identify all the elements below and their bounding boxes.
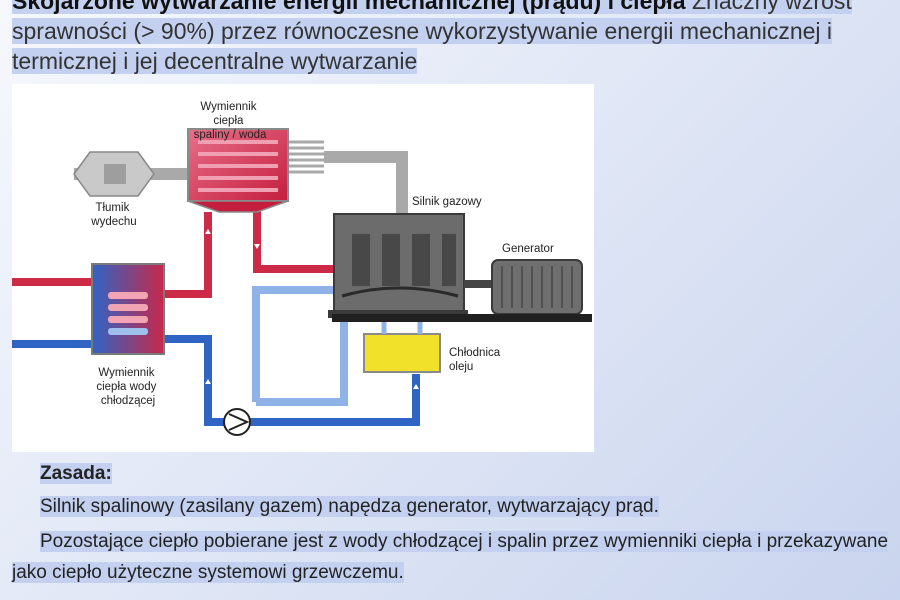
slide-title: Skojarzone wytwarzanie energii mechanicz…	[12, 0, 892, 76]
oil-cooler	[363, 322, 441, 373]
coolant-hx-label-line: ciepła wody	[96, 381, 156, 393]
exhaust-hx-label-line: ciepła	[213, 115, 244, 127]
principle-line-1: Silnik spalinowy (zasilany gazem) napędz…	[40, 495, 892, 518]
oil-cooler-label: Chłodnica oleju	[449, 347, 503, 373]
flow-arrows	[205, 229, 419, 389]
exhaust-hx-label-line: Wymiennik	[200, 101, 256, 113]
title-rest: Znaczny wzrost sprawności (> 90%) przez …	[12, 0, 852, 74]
generator-label: Generator	[502, 243, 554, 255]
muffler-label-line: wydechu	[90, 216, 136, 228]
principle-line-2: Pozostające ciepło pobierane jest z wody…	[12, 526, 892, 588]
oil-cooler-label-line: oleju	[449, 361, 473, 373]
coolant-hx-label-line: Wymiennik	[98, 367, 154, 379]
chp-diagram-svg: Wymiennik ciepła spaliny / woda Tłumik w…	[12, 101, 592, 436]
principle-line-2-text: Pozostające ciepło pobierane jest z wody…	[12, 531, 889, 584]
exhaust-hx-label: Wymiennik ciepła spaliny / woda	[194, 101, 267, 141]
exhaust-hx-label-line: spaliny / woda	[194, 129, 267, 141]
gas-engine-label: Silnik gazowy	[412, 196, 482, 208]
muffler-label-line: Tłumik	[95, 202, 129, 214]
exhaust-heat-exchanger	[187, 128, 289, 213]
principle-heading: Zasada:	[40, 462, 892, 485]
coolant-hx-label: Wymiennik ciepła wody chłodzącej	[96, 367, 159, 407]
chp-diagram: Wymiennik ciepła spaliny / woda Tłumik w…	[12, 84, 594, 452]
gas-engine	[328, 213, 492, 318]
pump	[223, 408, 251, 436]
title-bold: Skojarzone wytwarzanie energii mechanicz…	[12, 0, 686, 14]
generator	[491, 259, 583, 315]
principle-heading-text: Zasada:	[40, 463, 112, 484]
coolant-heat-exchanger	[91, 263, 165, 355]
hot-water-pipes	[12, 209, 334, 298]
principle-line-1-text: Silnik spalinowy (zasilany gazem) napędz…	[40, 496, 659, 518]
coolant-hx-label-line: chłodzącej	[101, 395, 155, 407]
muffler-label: Tłumik wydechu	[90, 202, 136, 228]
muffler	[73, 151, 155, 197]
machine-base	[332, 314, 592, 322]
cold-water-pipes	[12, 286, 420, 426]
oil-cooler-label-line: Chłodnica	[449, 347, 501, 359]
principle-section: Zasada: Silnik spalinowy (zasilany gazem…	[12, 462, 892, 588]
